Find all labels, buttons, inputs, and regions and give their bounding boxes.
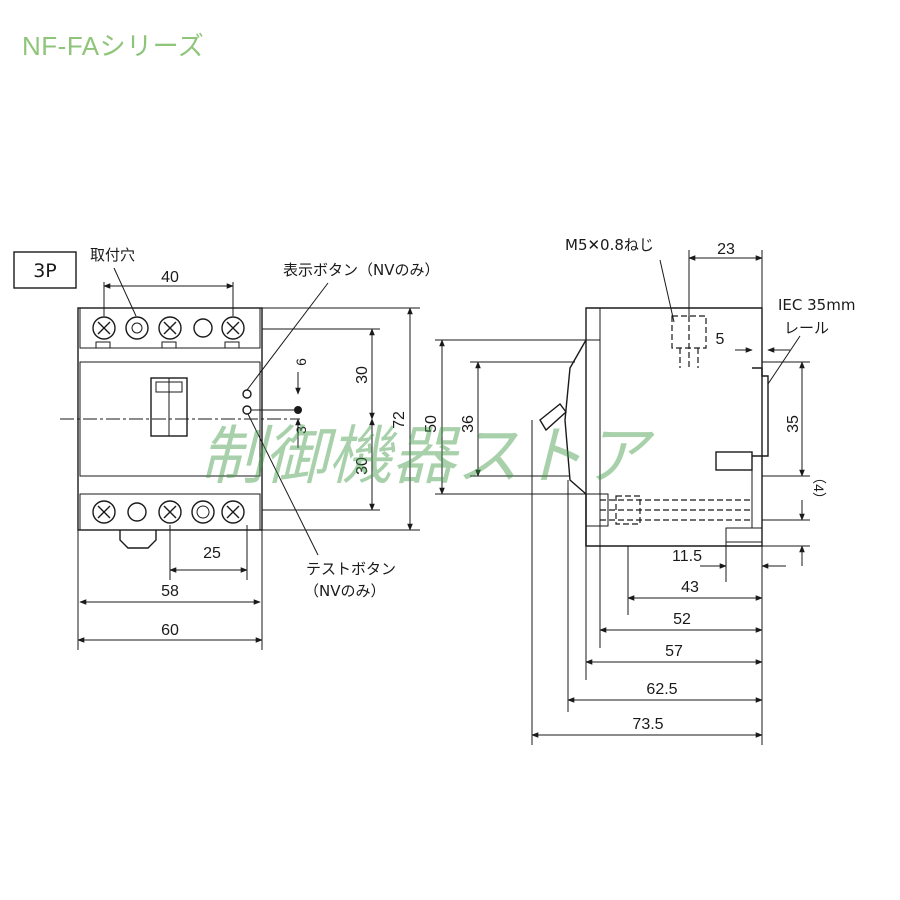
bottom-terminals [92,500,245,549]
dim-handle-height: 36 [460,415,477,433]
dim-lower-half: 30 [354,457,371,475]
dim-top-offset: 23 [717,241,735,258]
dim-upper-half: 30 [354,366,371,384]
watermark-text: 制御機器ストア [200,420,655,494]
dim-inner-width: 58 [161,583,179,600]
dim-11-5: 11.5 [672,548,702,565]
dim-width: 60 [161,622,179,639]
test-button-label-line2: （NVのみ） [304,582,385,600]
dim-button-gap: 6 [293,358,309,366]
mounting-hole-label: 取付穴 [90,246,135,264]
side-handle [539,403,567,432]
pole-label: 3P [33,260,57,282]
screw-label: M5✕0.8ねじ [565,236,654,254]
dim-terminal-pitch: 25 [203,545,221,562]
dim-73-5: 73.5 [632,716,663,733]
series-title: NF-FAシリーズ [22,31,205,61]
dim-52: 52 [673,611,691,628]
top-terminals [92,316,245,349]
screw-hidden-outline [671,315,707,368]
din-rail [715,367,769,546]
dim-62-5: 62.5 [646,681,677,698]
dim-57: 57 [665,643,683,660]
dim-button-offset: 3 [293,426,309,434]
dim-screw-offset: 5 [716,331,725,348]
dim-hole-pitch: 40 [161,269,179,286]
dim-height-total: 72 [391,411,408,429]
test-button-label-line1: テストボタン [306,560,396,578]
front-view: 40 25 58 60 30 30 6 3 72 取付穴 表示ボタン（NVのみ）… [60,246,439,650]
indicator-button-label: 表示ボタン（NVのみ） [283,261,439,279]
dim-height-inner: 50 [423,415,440,433]
pole-box: 3P [13,251,77,289]
rail-label-line1: IEC 35mm [778,296,855,314]
dim-rail-height: 35 [785,415,802,433]
dim-rail-gap: （4） [811,470,827,506]
dim-43: 43 [681,579,699,596]
side-view: 50 36 23 5 35 （4） 11.5 43 52 57 62.5 [423,236,855,745]
rail-label-line2: レール [784,319,829,337]
